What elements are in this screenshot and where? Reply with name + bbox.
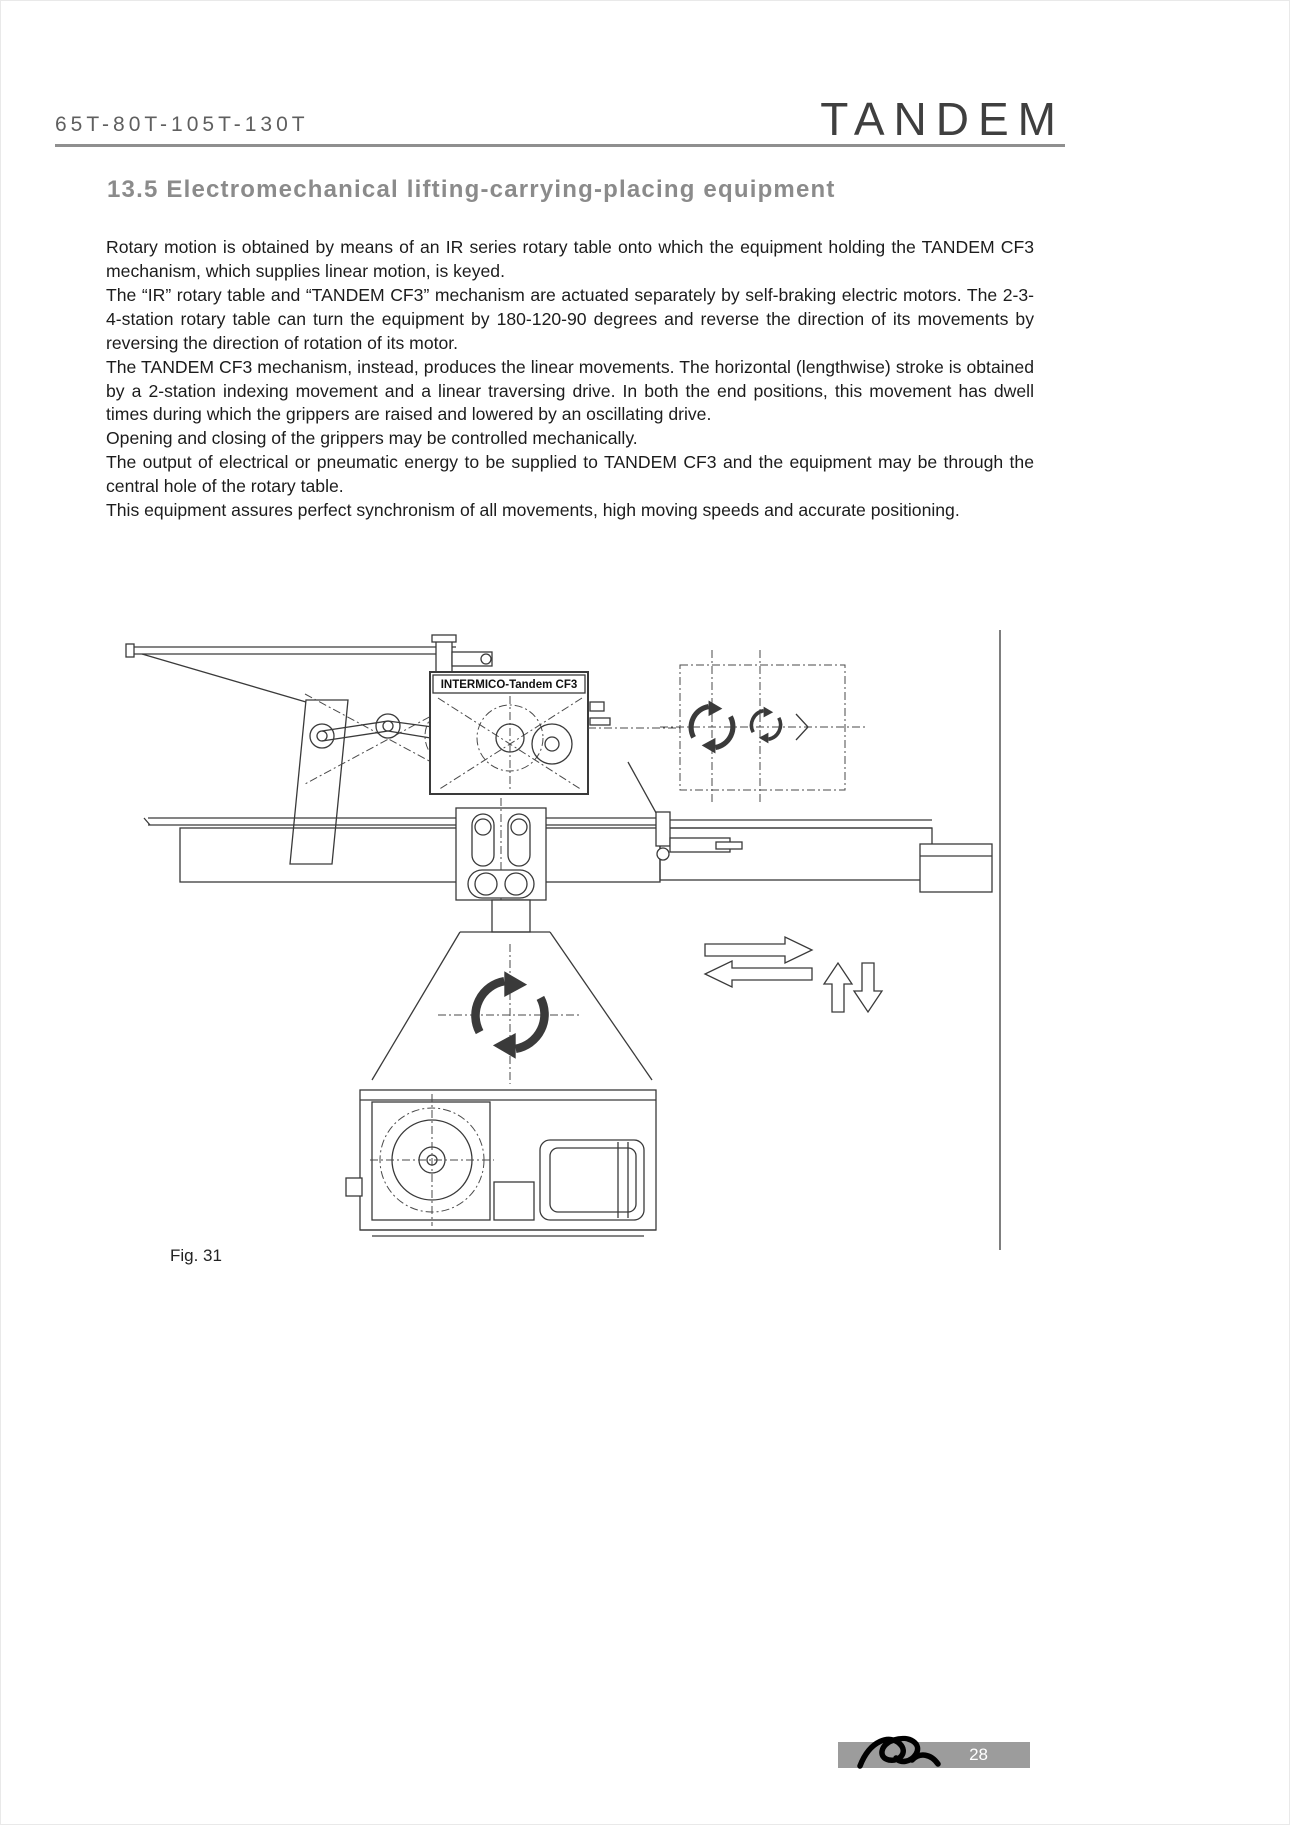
section-title: 13.5 Electromechanical lifting-carrying-… bbox=[107, 176, 836, 203]
page-header: 65T-80T-105T-130T TANDEM bbox=[55, 96, 1065, 147]
rotary-table-schematic bbox=[660, 650, 868, 804]
arrow-down-icon bbox=[852, 962, 884, 1014]
fittings bbox=[588, 701, 680, 821]
base-platform bbox=[143, 811, 993, 893]
tandem-cf3-unit: INTERMICO-Tandem CF3 bbox=[429, 671, 589, 795]
paragraph-2: The “IR” rotary table and “TANDEM CF3” m… bbox=[106, 284, 1034, 353]
paragraph-3: The TANDEM CF3 mechanism, instead, produ… bbox=[106, 356, 1034, 425]
logo-icon bbox=[857, 1735, 941, 1769]
top-rail bbox=[125, 643, 456, 703]
brand-wordmark: TANDEM bbox=[820, 93, 1065, 145]
paragraph-6: This equipment assures perfect synchroni… bbox=[106, 500, 960, 521]
rotation-arrow-icon bbox=[749, 704, 783, 746]
paragraph-5: The output of electrical or pneumatic en… bbox=[106, 452, 1034, 497]
chevron-mark bbox=[795, 713, 809, 741]
arrow-right-icon bbox=[704, 935, 814, 965]
technical-diagram: INTERMICO-Tandem CF3 bbox=[125, 630, 1001, 1250]
motion-arrows bbox=[703, 935, 884, 1014]
central-carriage bbox=[455, 798, 547, 914]
page-number: 28 bbox=[969, 1745, 988, 1764]
arrow-up-icon bbox=[822, 961, 854, 1013]
hanger-bracket bbox=[431, 634, 493, 675]
paragraph-4: Opening and closing of the grippers may … bbox=[106, 428, 638, 449]
diagram-label: INTERMICO-Tandem CF3 bbox=[441, 679, 578, 691]
figure-caption: Fig. 31 bbox=[170, 1246, 222, 1265]
footer-bar: 28 bbox=[838, 1742, 1030, 1768]
arrow-left-icon bbox=[703, 959, 813, 989]
support-funnel bbox=[371, 899, 653, 1084]
paragraph-1: Rotary motion is obtained by means of an… bbox=[106, 237, 1034, 281]
model-range: 65T-80T-105T-130T bbox=[55, 113, 309, 136]
drive-unit bbox=[345, 1089, 657, 1237]
figure-diagram: INTERMICO-Tandem CF3 bbox=[120, 622, 1020, 1270]
body-text: Rotary motion is obtained by means of an… bbox=[106, 236, 1034, 523]
